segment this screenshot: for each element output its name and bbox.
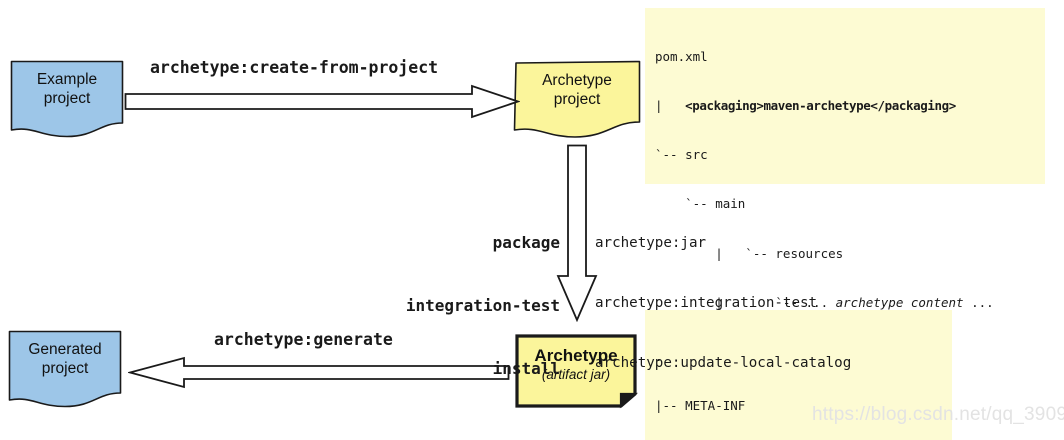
- document-shape-icon: [513, 60, 641, 138]
- archetype-project-tree-panel: pom.xml | <packaging>maven-archetype</pa…: [645, 8, 1045, 408]
- label-create-from-project: archetype:create-from-project: [150, 58, 439, 77]
- goal-item: archetype:jar: [595, 235, 707, 251]
- tree-line: .: [655, 348, 663, 364]
- label-archetype-goals: archetype:jar archetype:integration-test…: [595, 193, 851, 413]
- arrow-package-install: [556, 144, 598, 322]
- arrow-create-from-project: [124, 84, 520, 119]
- node-label-title: Archetype: [534, 346, 618, 365]
- tree-line: | `-- resources: [655, 245, 844, 261]
- tree-line: | `-- ... archetype content ...: [655, 295, 1045, 311]
- label-maven-phases: package integration-test install: [378, 190, 560, 421]
- goal-item: archetype:integration-test: [595, 295, 818, 311]
- node-generated-project[interactable]: Generated project: [8, 330, 122, 408]
- node-label: Archetype (artifact jar): [515, 346, 637, 383]
- tree-line-prefix: |: [655, 98, 686, 114]
- node-label-subtitle: (artifact jar): [541, 367, 611, 382]
- phase-item: integration-test: [405, 296, 560, 315]
- document-shape-icon: [8, 330, 122, 408]
- tree-line-emphasis: archetype content: [835, 294, 964, 310]
- folded-corner-document-icon: [515, 334, 638, 409]
- tree-line: |-- META-INF: [655, 398, 746, 414]
- archetype-jar-tree-panel: . |-- META-INF | `-- maven | `-- archety…: [645, 310, 952, 440]
- tree-line: `-- src: [655, 147, 708, 163]
- phase-item: package: [492, 233, 560, 252]
- label-archetype-generate: archetype:generate: [214, 330, 393, 349]
- document-shape-icon: [10, 60, 124, 138]
- tree-line: `-- main: [655, 196, 746, 212]
- tree-line: pom.xml: [655, 48, 708, 64]
- node-archetype-artifact-jar[interactable]: Archetype (artifact jar): [515, 334, 638, 409]
- arrow-archetype-generate: [128, 356, 510, 389]
- goal-item: archetype:update-local-catalog: [595, 355, 852, 371]
- tree-line-prefix: | `-- ...: [655, 294, 836, 310]
- tree-line: | <packaging>maven-archetype</packaging>: [655, 98, 1045, 114]
- node-archetype-project[interactable]: Archetype project: [513, 60, 641, 138]
- tree-line-suffix: ...: [963, 294, 994, 310]
- node-example-project[interactable]: Example project: [10, 60, 124, 138]
- tree-line-tag: <packaging>maven-archetype</packaging>: [685, 98, 956, 114]
- phase-item: install: [492, 359, 560, 378]
- watermark-text: https://blog.csdn.net/qq_39096058: [812, 404, 1064, 425]
